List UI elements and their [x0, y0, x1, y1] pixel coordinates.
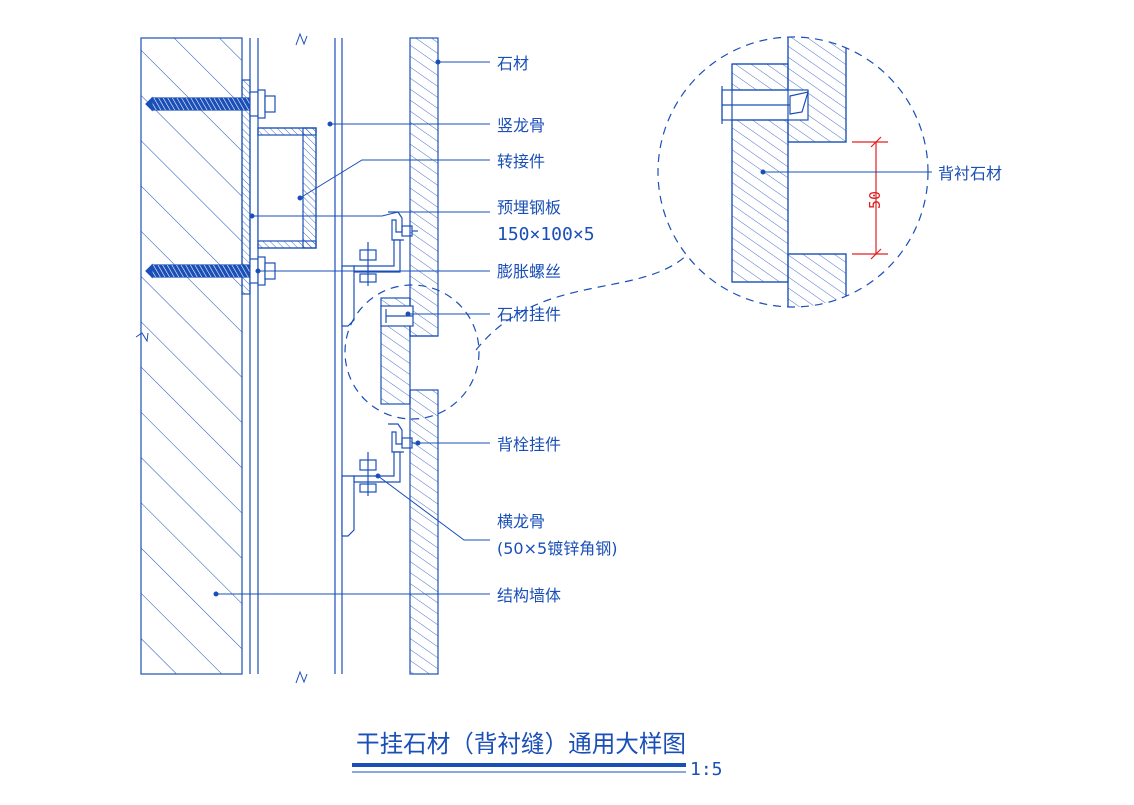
label-embedded-plate: 预埋钢板 — [497, 198, 561, 217]
label-stone: 石材 — [497, 54, 529, 73]
stone-hanger — [380, 305, 414, 327]
label-horizontal-keel: 横龙骨 — [497, 512, 545, 531]
drawing-scale: 1:5 — [690, 759, 723, 780]
stone-panel — [380, 37, 439, 675]
dimension-50 — [852, 136, 888, 260]
structural-wall — [135, 37, 243, 675]
label-expansion-bolt: 膨胀螺丝 — [497, 262, 561, 281]
label-structural-wall: 结构墙体 — [497, 586, 561, 605]
label-horizontal-keel-spec: (50×5镀锌角钢) — [497, 539, 617, 558]
label-adapter: 转接件 — [497, 152, 545, 171]
label-stone-hanger: 石材挂件 — [497, 305, 561, 324]
detail-callout-circle — [344, 284, 480, 420]
label-embedded-plate-size: 150×100×5 — [497, 224, 595, 245]
label-vertical-keel: 竖龙骨 — [497, 116, 545, 135]
drawing-title: 干挂石材（背衬缝）通用大样图 — [356, 730, 686, 758]
label-back-bolt-hanger: 背栓挂件 — [497, 435, 561, 454]
enlarged-detail — [657, 36, 929, 308]
embedded-plate — [241, 79, 251, 295]
adapter-channel — [257, 127, 317, 249]
detail-callout-link — [475, 253, 689, 351]
expansion-bolt-top — [145, 89, 276, 119]
dimension-value: 50 — [866, 191, 884, 209]
back-bolt-clip-lower — [341, 423, 418, 537]
label-backing-stone: 背衬石材 — [938, 164, 1002, 183]
